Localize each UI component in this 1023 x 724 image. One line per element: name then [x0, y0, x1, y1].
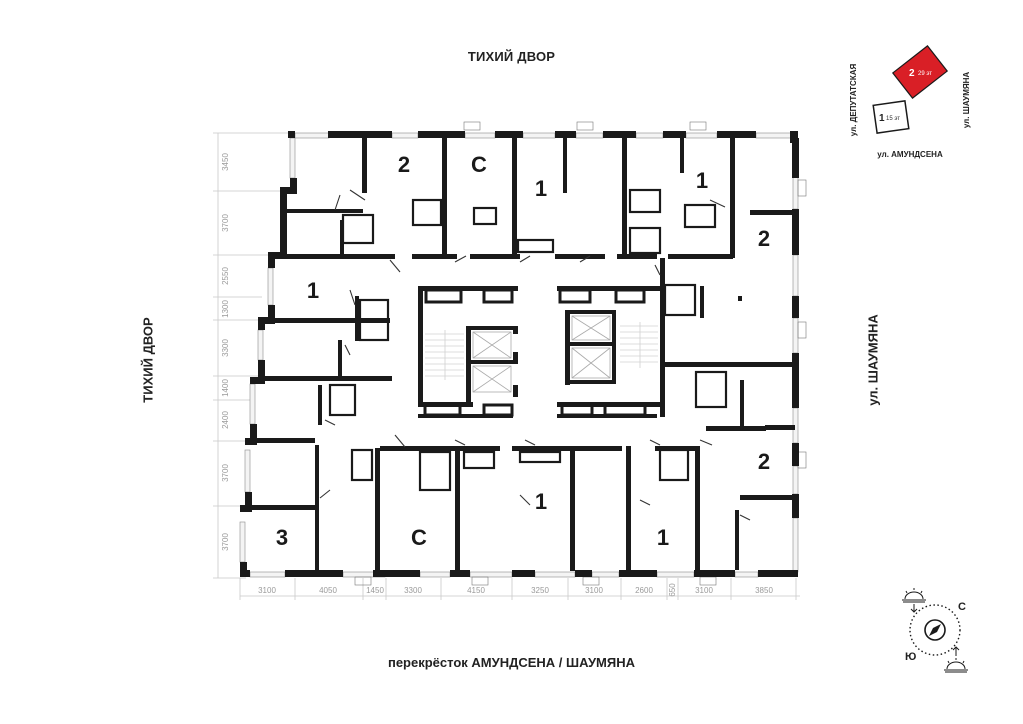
svg-text:3100: 3100	[258, 586, 276, 595]
street-label-deputatskaya: ул. ДЕПУТАТСКАЯ	[849, 64, 858, 137]
compass: С Ю	[902, 588, 968, 673]
svg-text:3700: 3700	[221, 533, 230, 551]
building-1-floors: 15 эт	[886, 116, 900, 122]
apartment-type-label: 1	[535, 176, 547, 201]
building-core	[418, 286, 665, 418]
apartment-type-label: С	[471, 152, 487, 177]
sunset-icon	[944, 646, 968, 673]
svg-text:1450: 1450	[366, 586, 384, 595]
apartment-type-label: С	[411, 525, 427, 550]
svg-text:3300: 3300	[404, 586, 422, 595]
windows	[239, 132, 799, 578]
vertical-dimension-labels: 3450 3700 2550 1300 3300 1400 2400 3700 …	[221, 153, 230, 551]
building-2-marker	[891, 45, 949, 99]
building-1-number: 1	[879, 113, 885, 124]
apartment-labels: 2 С 1 1 2 1 2 3 С 1 1	[276, 152, 770, 550]
apartment-type-label: 2	[758, 226, 770, 251]
sunrise-icon	[902, 588, 926, 613]
svg-text:3100: 3100	[585, 586, 603, 595]
door-swings	[319, 189, 751, 521]
building-2-floors: 29 эт	[918, 71, 932, 77]
site-minimap: ул. ДЕПУТАТСКАЯ ул. ШАУМЯНА ул. АМУНДСЕН…	[849, 45, 971, 159]
interior-walls	[250, 138, 795, 573]
svg-text:2400: 2400	[221, 411, 230, 429]
apartment-type-label: 2	[398, 152, 410, 177]
apartment-type-label: 3	[276, 525, 288, 550]
horizontal-dimension-labels: 3100 4050 1450 3300 4150 3250 3100 2600 …	[258, 583, 773, 597]
vertical-dimensions	[213, 132, 290, 579]
svg-text:3700: 3700	[221, 464, 230, 482]
bathroom-fixtures	[328, 188, 728, 492]
building-1-marker	[872, 100, 910, 134]
svg-text:4050: 4050	[319, 586, 337, 595]
svg-text:650: 650	[668, 583, 677, 597]
svg-text:3300: 3300	[221, 339, 230, 357]
street-label-shaumyana: ул. ШАУМЯНА	[962, 72, 971, 129]
svg-text:4150: 4150	[467, 586, 485, 595]
compass-needle-icon	[924, 619, 946, 641]
svg-text:3450: 3450	[221, 153, 230, 171]
svg-text:1400: 1400	[221, 379, 230, 397]
svg-text:1300: 1300	[221, 300, 230, 318]
svg-text:2600: 2600	[635, 586, 653, 595]
apartment-type-label: 1	[307, 278, 319, 303]
street-label-amundsena: ул. АМУНДСЕНА	[877, 150, 943, 159]
apartment-type-label: 2	[758, 449, 770, 474]
apartment-type-label: 1	[657, 525, 669, 550]
building-2-number: 2	[909, 68, 915, 79]
bottom-intersection-label: перекрёсток АМУНДСЕНА / ШАУМЯНА	[387, 655, 636, 670]
apartment-type-label: 1	[696, 168, 708, 193]
compass-north-label: С	[958, 601, 966, 613]
horizontal-dimensions	[239, 578, 800, 600]
balcony-hatches	[354, 121, 807, 586]
svg-text:3700: 3700	[221, 214, 230, 232]
compass-south-label: Ю	[905, 651, 916, 663]
svg-text:3250: 3250	[531, 586, 549, 595]
svg-text:3100: 3100	[695, 586, 713, 595]
exterior-walls	[240, 131, 799, 577]
svg-text:3850: 3850	[755, 586, 773, 595]
svg-text:2550: 2550	[221, 267, 230, 285]
top-side-label: ТИХИЙ ДВОР	[467, 49, 556, 64]
apartment-type-label: 1	[535, 489, 547, 514]
